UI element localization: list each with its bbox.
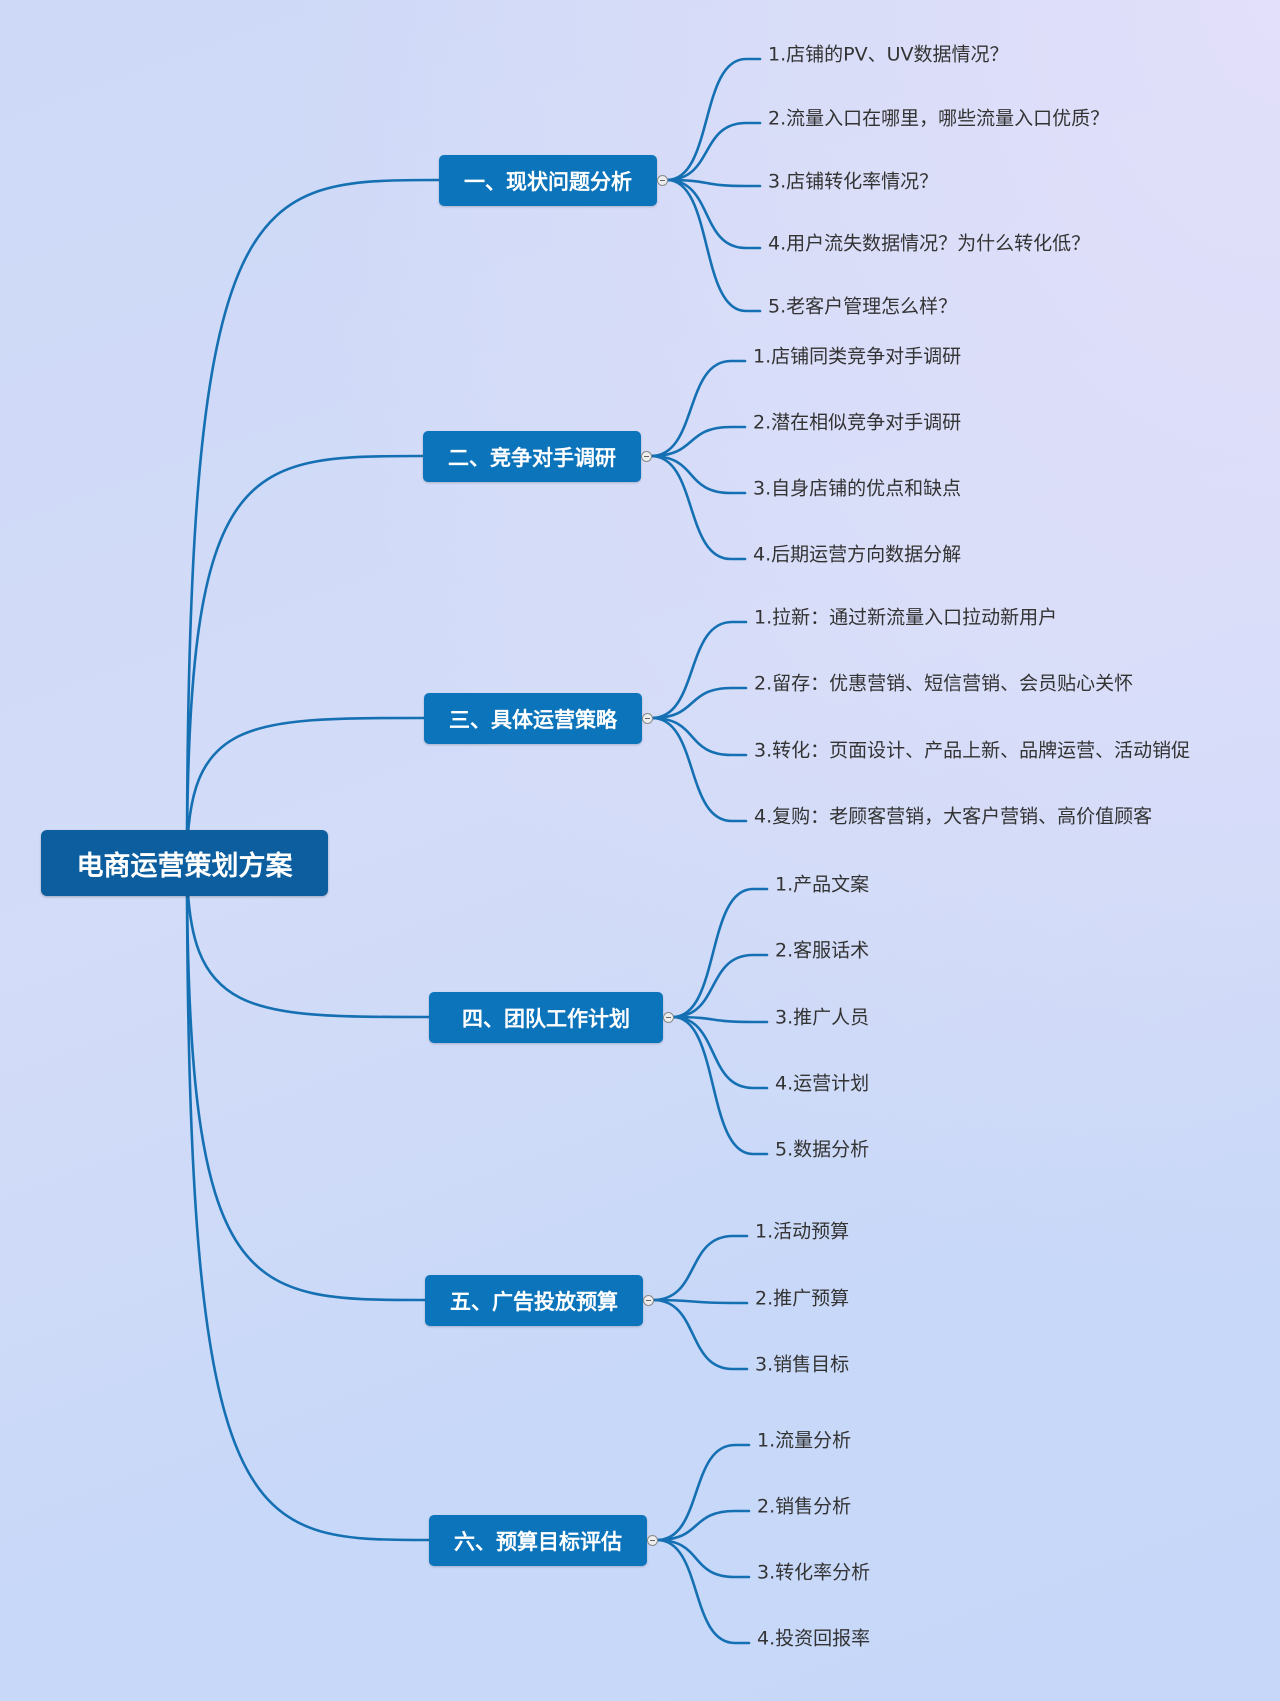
leaf-item[interactable]: 4.用户流失数据情况？为什么转化低？ (768, 232, 1091, 255)
leaf-edge (650, 620, 748, 720)
root-edge (185, 178, 441, 865)
leaf-edge (671, 953, 769, 1019)
leaf-edge (665, 178, 762, 313)
leaf-item[interactable]: 2.流量入口在哪里，哪些流量入口优质？ (768, 107, 1110, 130)
leaf-item[interactable]: 1.活动预算 (755, 1220, 850, 1243)
leaf-item[interactable]: 4.投资回报率 (757, 1627, 871, 1650)
leaf-item[interactable]: 2.留存：优惠营销、短信营销、会员贴心关怀 (754, 672, 1134, 695)
leaf-edge (649, 454, 747, 561)
branch-node-3[interactable]: 三、具体运营策略 (424, 693, 642, 744)
leaf-item[interactable]: 2.推广预算 (755, 1287, 850, 1310)
leaf-item[interactable]: 1.店铺同类竞争对手调研 (753, 345, 962, 368)
leaf-item[interactable]: 4.运营计划 (775, 1072, 870, 1095)
leaf-edge (665, 178, 762, 188)
leaf-edge (649, 359, 747, 458)
leaf-edge (665, 121, 762, 182)
leaf-item[interactable]: 1.流量分析 (757, 1429, 852, 1452)
collapse-toggle-icon[interactable] (657, 175, 668, 186)
leaf-edge (650, 716, 748, 823)
leaf-edge (665, 57, 762, 182)
leaf-edge (655, 1509, 751, 1542)
root-edge (185, 454, 425, 865)
collapse-toggle-icon[interactable] (647, 1535, 658, 1546)
root-edge (185, 861, 427, 1302)
collapse-toggle-icon[interactable] (663, 1012, 674, 1023)
leaf-edge (649, 454, 747, 495)
branch-node-4[interactable]: 四、团队工作计划 (429, 992, 663, 1043)
leaf-item[interactable]: 3.转化：页面设计、产品上新、品牌运营、活动销促 (754, 739, 1191, 762)
leaf-edge (671, 1015, 769, 1156)
branch-node-2[interactable]: 二、竞争对手调研 (423, 431, 641, 482)
leaf-edge (655, 1538, 751, 1579)
branch-node-5[interactable]: 五、广告投放预算 (425, 1275, 643, 1326)
root-node[interactable]: 电商运营策划方案 (41, 830, 328, 896)
leaf-item[interactable]: 2.客服话术 (775, 939, 870, 962)
leaf-edge (651, 1298, 749, 1371)
leaf-item[interactable]: 2.销售分析 (757, 1495, 852, 1518)
leaf-item[interactable]: 3.转化率分析 (757, 1561, 871, 1584)
leaf-item[interactable]: 5.数据分析 (775, 1138, 870, 1161)
leaf-edge (665, 178, 762, 250)
leaf-edge (655, 1538, 751, 1645)
leaf-edge (671, 1015, 769, 1090)
leaf-item[interactable]: 4.复购：老顾客营销，大客户营销、高价值顾客 (754, 805, 1153, 828)
root-edge (185, 861, 431, 1019)
leaf-edge (651, 1298, 749, 1305)
leaf-edge (650, 686, 748, 720)
leaf-item[interactable]: 1.产品文案 (775, 873, 870, 896)
leaf-edge (651, 1234, 749, 1302)
leaf-item[interactable]: 4.后期运营方向数据分解 (753, 543, 962, 566)
branch-node-1[interactable]: 一、现状问题分析 (439, 155, 657, 206)
leaf-item[interactable]: 3.销售目标 (755, 1353, 850, 1376)
root-edge (185, 861, 431, 1542)
leaf-edge (671, 1015, 769, 1024)
root-edge (185, 716, 426, 865)
leaf-item[interactable]: 2.潜在相似竞争对手调研 (753, 411, 962, 434)
leaf-item[interactable]: 3.自身店铺的优点和缺点 (753, 477, 962, 500)
leaf-item[interactable]: 3.推广人员 (775, 1006, 870, 1029)
collapse-toggle-icon[interactable] (642, 713, 653, 724)
collapse-toggle-icon[interactable] (641, 451, 652, 462)
leaf-edge (671, 887, 769, 1019)
leaf-edge (650, 716, 748, 757)
leaf-item[interactable]: 3.店铺转化率情况？ (768, 170, 939, 193)
branch-node-6[interactable]: 六、预算目标评估 (429, 1515, 647, 1566)
leaf-edge (649, 425, 747, 458)
leaf-item[interactable]: 1.拉新：通过新流量入口拉动新用户 (754, 606, 1058, 629)
leaf-edge (655, 1443, 751, 1542)
leaf-item[interactable]: 5.老客户管理怎么样？ (768, 295, 958, 318)
collapse-toggle-icon[interactable] (643, 1295, 654, 1306)
leaf-item[interactable]: 1.店铺的PV、UV数据情况？ (768, 43, 1009, 66)
